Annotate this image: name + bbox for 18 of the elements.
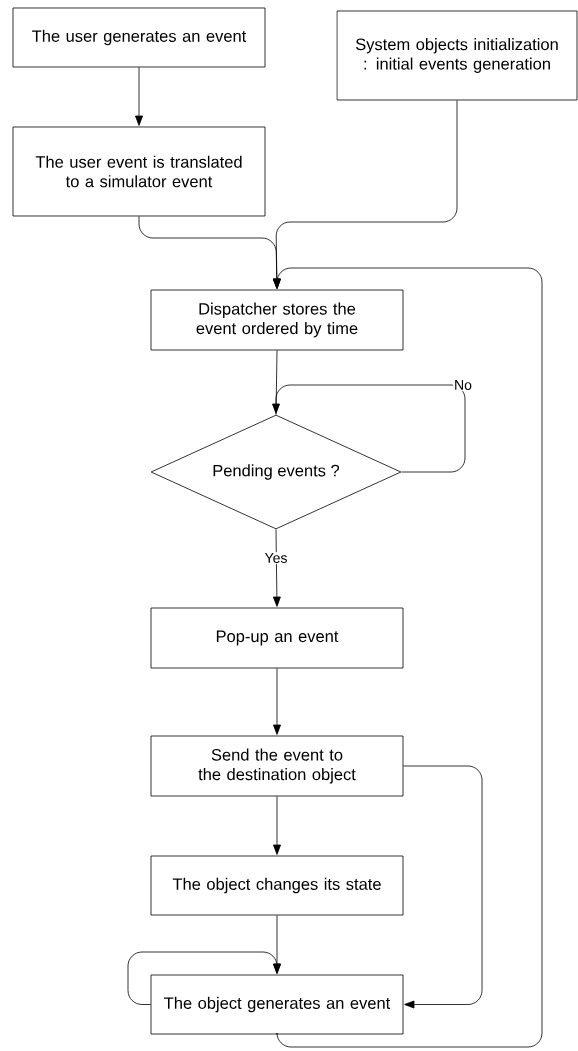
arrow bbox=[273, 267, 543, 1048]
process-box: Pop-up an event bbox=[150, 607, 404, 669]
process-box: Dispatcher stores the event ordered by time bbox=[150, 289, 404, 351]
process-box: System objects initialization : initial events generation bbox=[336, 10, 578, 101]
arrow bbox=[273, 796, 281, 855]
arrow bbox=[403, 765, 483, 1009]
process-box: The object generates an event bbox=[150, 974, 404, 1035]
process-box: The object changes its state bbox=[150, 855, 404, 916]
process-box: Send the event to the destination object bbox=[150, 735, 404, 797]
arrow bbox=[272, 529, 281, 607]
process-box: The user generates an event bbox=[12, 7, 266, 68]
edge-label: Yes bbox=[263, 552, 289, 564]
process-box: The user event is translated to a simulator event bbox=[12, 126, 266, 217]
arrow bbox=[135, 67, 143, 126]
arrow bbox=[272, 384, 466, 473]
arrow bbox=[273, 668, 281, 735]
edge-label: No bbox=[453, 379, 473, 391]
arrow bbox=[127, 951, 281, 1005]
